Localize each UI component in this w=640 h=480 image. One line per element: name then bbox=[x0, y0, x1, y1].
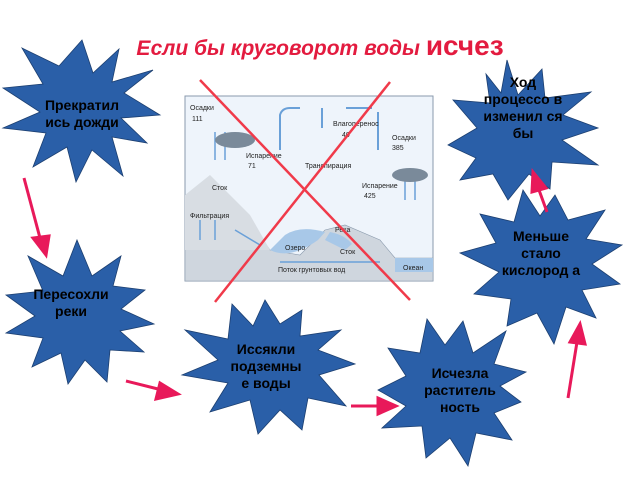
star-label-vegetation: Исчезла раститель ность bbox=[424, 365, 496, 415]
arrow-4 bbox=[566, 341, 579, 399]
diagram-label: 425 bbox=[364, 193, 376, 200]
diagram-label: Фильтрация bbox=[190, 213, 229, 220]
arrow-5 bbox=[537, 189, 549, 213]
star-label-groundwater: Иссякли подземны е воды bbox=[230, 341, 302, 391]
diagram-label: 71 bbox=[248, 163, 256, 170]
diagram-label: Испарение bbox=[246, 153, 282, 160]
diagram-label: Осадки bbox=[392, 135, 416, 142]
star-shape-1 bbox=[1, 39, 162, 184]
arrow-2-head bbox=[153, 380, 182, 402]
star-shape-4 bbox=[377, 318, 528, 468]
diagram-label: Транспирация bbox=[305, 163, 351, 170]
star-shape-3 bbox=[180, 299, 357, 435]
star-label-rivers-dried: Пересохли реки bbox=[33, 286, 109, 319]
diagram-label: Осадки bbox=[190, 105, 214, 112]
diagram-label: Сток bbox=[340, 249, 356, 256]
diagram-label: Поток грунтовых вод bbox=[278, 267, 345, 274]
star-label-process: Ход процессо в изменил ся бы bbox=[483, 74, 563, 141]
star-label-oxygen: Меньше стало кислород а bbox=[501, 228, 581, 278]
star-shape-6 bbox=[447, 59, 600, 201]
diagram-label: 111 bbox=[192, 116, 203, 123]
arrow-1 bbox=[22, 177, 42, 239]
diagram-label: Сток bbox=[212, 185, 228, 192]
title-main: Если бы круговорот воды bbox=[136, 37, 426, 60]
arrow-3-head bbox=[376, 395, 400, 417]
star-shape-5 bbox=[458, 189, 624, 346]
star-shape-2 bbox=[4, 238, 156, 385]
arrow-5-head bbox=[530, 168, 549, 195]
title-emphasis: исчез bbox=[425, 30, 504, 61]
diagram-label: Испарение bbox=[362, 183, 398, 190]
arrow-2 bbox=[125, 379, 163, 392]
page-title: Если бы круговорот воды исчез bbox=[0, 30, 640, 62]
diagram-label: Озеро bbox=[285, 245, 305, 252]
arrow-1-head bbox=[30, 234, 51, 259]
diagram-label: 385 bbox=[392, 145, 404, 152]
arrow-4-head bbox=[567, 319, 587, 346]
water-cycle-diagram: Осадки 111 Испарение 71 Влагоперенос 40 … bbox=[184, 95, 434, 282]
star-label-rain-stopped: Прекратил ись дожди bbox=[44, 97, 120, 130]
cross-line-2 bbox=[214, 81, 391, 303]
diagram-label: Океан bbox=[403, 265, 423, 272]
